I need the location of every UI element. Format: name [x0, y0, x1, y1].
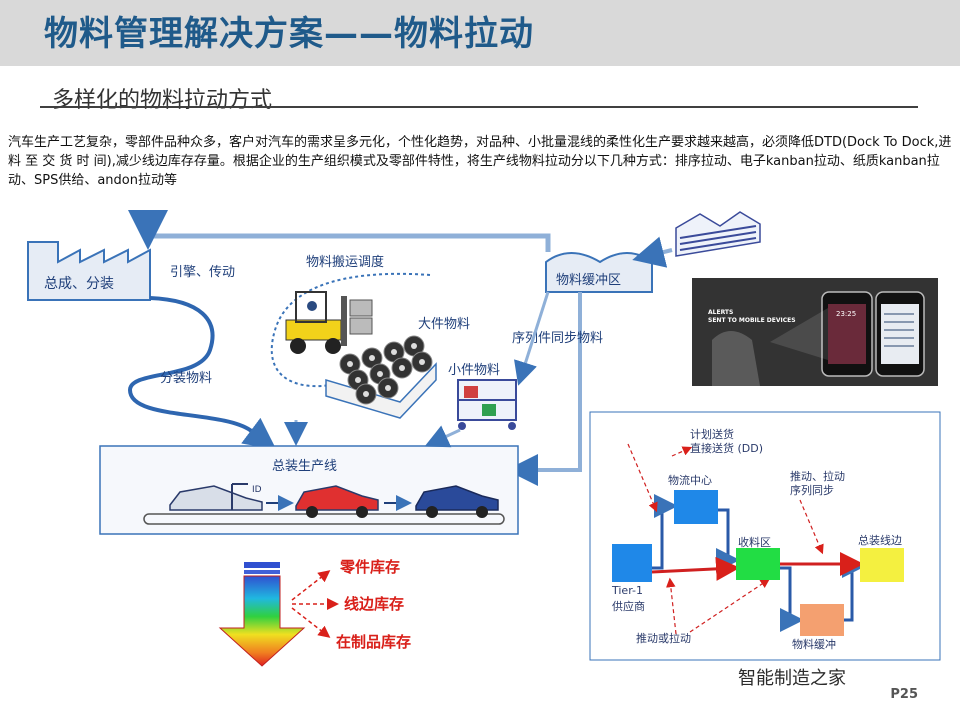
inventory-lineside: 线边库存 — [344, 595, 404, 613]
phone-time: 23:25 — [836, 310, 856, 318]
flow-callout-plan — [671, 446, 693, 457]
flow-plan-label-1: 计划送货 — [690, 427, 734, 441]
inventory-branch-1 — [291, 570, 331, 601]
flow-push-pull-2: 序列同步 — [790, 483, 834, 497]
intro-paragraph: 汽车生产工艺复杂，零部件品种众多，客户对汽车的需求呈多元化，个性化趋势，对品种、… — [8, 135, 952, 188]
watermark: 智能制造之家 — [738, 668, 846, 689]
alert-caption-2: SENT TO MOBILE DEVICES — [708, 317, 796, 324]
engine-label: 引擎、传动 — [170, 265, 235, 280]
buffer-to-cart — [514, 291, 550, 386]
transport-label: 物料搬运调度 — [306, 254, 384, 270]
car-blue — [415, 485, 499, 518]
slide-number: P25 — [890, 687, 918, 702]
flow-box-receiving — [736, 548, 780, 580]
alert-caption-1: ALERTS — [708, 309, 733, 316]
page-title: 物料管理解决方案——物料拉动 — [44, 14, 534, 54]
flow-push-or-pull: 推动或拉动 — [636, 631, 691, 645]
inventory-wip: 在制品库存 — [336, 633, 411, 651]
sub-material-label: 分装物料 — [160, 371, 212, 386]
flow-diagram-frame — [589, 411, 941, 661]
flow-line-tier1-up — [652, 494, 678, 570]
line-arrow-right — [424, 425, 461, 448]
flow-line-to-buffer — [780, 566, 804, 632]
car-body-frame — [169, 483, 263, 511]
flow-push-pull-1: 推动、拉动 — [790, 469, 845, 483]
small-parts-cart — [457, 379, 517, 430]
transport-route — [270, 272, 431, 388]
conveyor — [143, 513, 505, 525]
small-parts-label: 小件物料 — [448, 363, 500, 378]
inbound-arrow — [632, 236, 673, 268]
buffer-label: 物料缓冲区 — [556, 273, 621, 288]
assembly-line-label: 总装生产线 — [272, 459, 337, 474]
inventory-gradient-arrow — [218, 562, 306, 667]
sequence-label: 序列件同步物料 — [512, 331, 603, 346]
flow-box-logistics-center — [674, 490, 718, 524]
forklift-icon — [285, 291, 373, 354]
flow-tier1: Tier-1 — [611, 584, 643, 597]
flow-callout-pull — [666, 577, 677, 635]
flow-assembly-side: 总装线边 — [858, 533, 902, 547]
title-bar — [0, 0, 960, 66]
flow-supplier: 供应商 — [612, 599, 645, 613]
section-subtitle: 多样化的物料拉动方式 — [52, 88, 273, 113]
flow-logistics-label: 物流中心 — [668, 473, 712, 487]
flow-receiving-label: 收料区 — [738, 535, 771, 549]
flow-callout-plan-2 — [627, 443, 658, 513]
car-red — [295, 485, 379, 518]
car-id-tag: ID — [252, 485, 262, 495]
large-parts-crate — [325, 335, 437, 419]
subtitle-underline — [40, 106, 918, 108]
sub-material-flow — [127, 296, 277, 450]
inbound-parts-icon — [675, 211, 761, 257]
inventory-parts: 零件库存 — [339, 558, 400, 576]
mobile-alert-photo — [692, 278, 938, 386]
inventory-branch-3 — [291, 607, 331, 638]
factory-label: 总成、分装 — [44, 276, 114, 292]
large-parts-label: 大件物料 — [418, 317, 470, 332]
flow-box-assembly-side — [860, 548, 904, 582]
flow-plan-label-2: 直接送货 (DD) — [690, 441, 763, 455]
flow-box-tier1 — [612, 544, 652, 582]
flow-callout-push — [799, 499, 824, 555]
flow-box-buffer — [800, 604, 844, 636]
flow-material-buffer: 物料缓冲 — [792, 637, 836, 651]
return-arrow — [128, 210, 551, 252]
flow-line-direct — [651, 556, 740, 581]
material-pull-diagram: 总成、分装 引擎、传动 分装物料 物料搬运调度 大件物料 — [27, 210, 941, 667]
flow-callout-pull-2 — [689, 578, 770, 633]
sequence-flow — [506, 292, 582, 486]
